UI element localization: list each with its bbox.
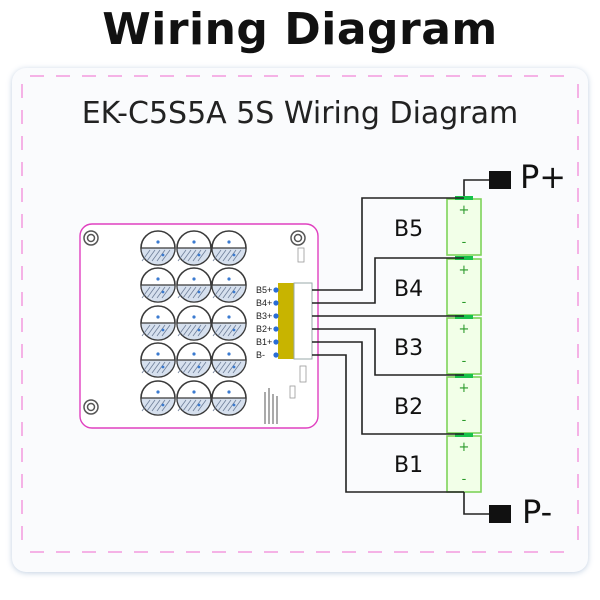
pin-label-b4-plus: B4+ [256, 298, 273, 308]
battery-cell: +- [446, 196, 482, 256]
cell-label-b1: B1 [394, 453, 424, 478]
guide-lines [21, 75, 579, 553]
pin-dot [273, 326, 279, 332]
wire-p-plus [463, 179, 489, 196]
battery-stack: +-+-+-+-+- [446, 196, 482, 493]
capacitor-icon [140, 305, 176, 341]
battery-cap [455, 374, 473, 378]
battery-cap [455, 433, 473, 437]
p-plus-terminal [489, 171, 511, 189]
battery-plus-sign: + [459, 322, 470, 337]
cell-label-b4: B4 [394, 277, 424, 302]
mounting-hole [83, 230, 306, 415]
battery-cell: +- [446, 315, 482, 375]
capacitor-icon [211, 267, 247, 303]
battery-plus-sign: + [459, 381, 470, 396]
capacitor-icon [176, 305, 212, 341]
capacitor-icon [176, 230, 212, 266]
capacitor-icon [211, 305, 247, 341]
battery-cap [455, 315, 473, 319]
pin-dots [273, 287, 279, 358]
diagram-title: EK-C5S5A 5S Wiring Diagram [81, 96, 519, 131]
battery-cell: +- [446, 374, 482, 434]
capacitor-icon [176, 380, 212, 416]
battery-cell: +- [446, 256, 482, 316]
cell-label-b2: B2 [394, 395, 424, 420]
pin-dot [273, 313, 279, 319]
pin-label-b-minus: B- [256, 350, 265, 360]
capacitor-icon [140, 380, 176, 416]
pin-label-b5-plus: B5+ [256, 285, 273, 295]
pin-label-b1-plus: B1+ [256, 337, 273, 347]
wire-b4-plus [312, 257, 464, 304]
p-minus-label: P- [522, 493, 553, 531]
battery-plus-sign: + [459, 203, 470, 218]
capacitor-icon [140, 230, 176, 266]
battery-minus-sign: - [462, 472, 467, 487]
capacitor-icon [140, 267, 176, 303]
battery-plus-sign: + [459, 440, 470, 455]
battery-minus-sign: - [462, 235, 467, 250]
capacitor-icon [211, 380, 247, 416]
p-plus-label: P+ [520, 158, 567, 196]
capacitor-icon [176, 342, 212, 378]
balance-connector [278, 283, 294, 359]
battery-minus-sign: - [462, 354, 467, 369]
wire-b5-plus [312, 197, 464, 291]
capacitor-icon [140, 342, 176, 378]
pin-dot [273, 339, 279, 345]
wire-b-minus [312, 354, 464, 493]
wire-p-minus [463, 492, 489, 515]
pin-label-b3-plus: B3+ [256, 311, 273, 321]
wire-b2-plus [312, 328, 464, 376]
cell-label-b3: B3 [394, 336, 424, 361]
pin-dot [273, 287, 279, 293]
battery-cell: +- [446, 433, 482, 493]
pin-label-b2-plus: B2+ [256, 324, 273, 334]
pin-dot [273, 352, 279, 358]
wire-b1-plus [312, 341, 464, 435]
battery-minus-sign: - [462, 295, 467, 310]
mosfet-grid [140, 230, 247, 416]
wire-harness [312, 179, 489, 515]
battery-minus-sign: - [462, 413, 467, 428]
capacitor-icon [211, 230, 247, 266]
page-title: Wiring Diagram [102, 4, 498, 55]
battery-plus-sign: + [459, 263, 470, 278]
capacitor-icon [176, 267, 212, 303]
pin-dot [273, 300, 279, 306]
cell-label-b5: B5 [394, 217, 424, 242]
bms-board [79, 223, 319, 429]
p-minus-terminal [489, 505, 511, 523]
capacitor-icon [211, 342, 247, 378]
